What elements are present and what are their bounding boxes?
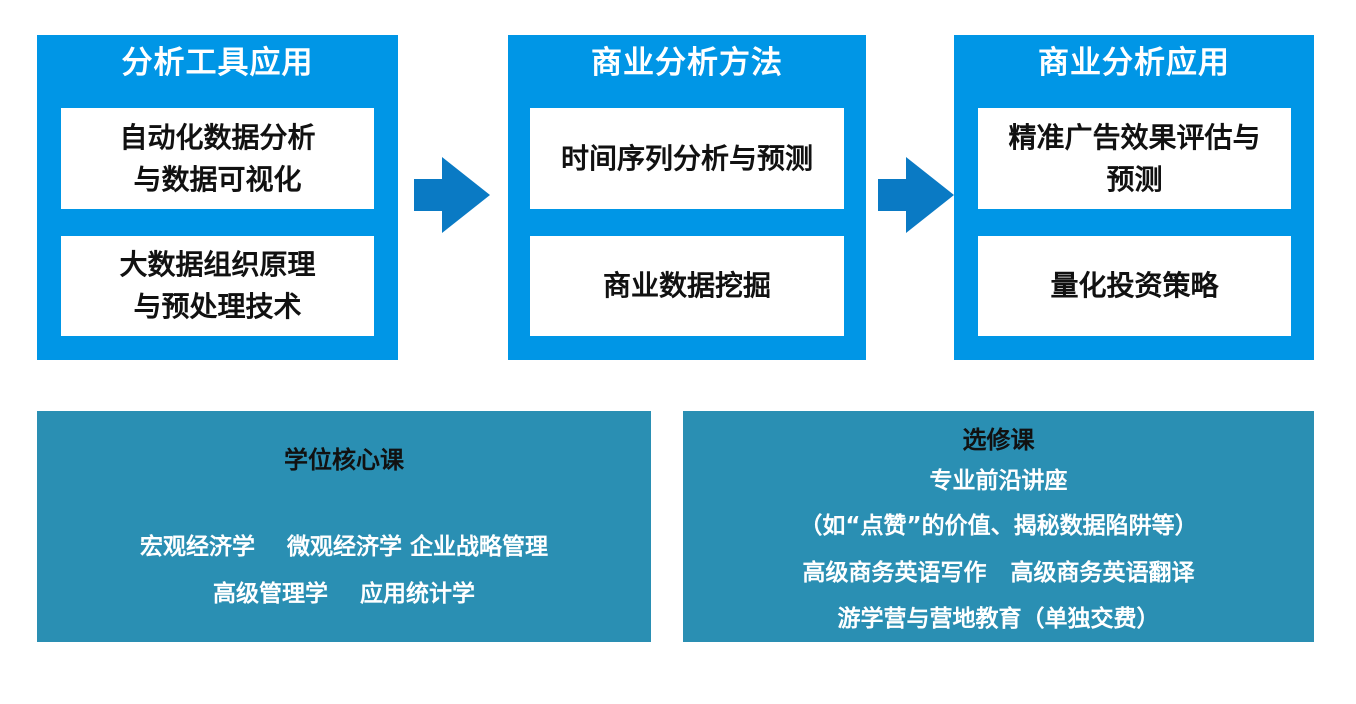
course-box: 大数据组织原理 与预处理技术: [61, 236, 374, 336]
core-courses-panel: 学位核心课 宏观经济学 微观经济学 企业战略管理 高级管理学 应用统计学: [37, 411, 651, 642]
course-line: 自动化数据分析: [119, 120, 316, 154]
course-line: 与数据可视化: [133, 162, 302, 196]
column-business-methods: 商业分析方法 时间序列分析与预测 商业数据挖掘: [508, 35, 866, 360]
right-arrow-icon: [878, 157, 954, 233]
column-title: 分析工具应用: [121, 45, 314, 81]
panel-line: 宏观经济学 微观经济学 企业战略管理: [139, 534, 549, 560]
course-line: 商业数据挖掘: [602, 269, 771, 302]
panel-line: 专业前沿讲座: [929, 468, 1068, 494]
electives-panel: 选修课 专业前沿讲座 （如“点赞”的价值、揭秘数据陷阱等） 高级商务英语写作 高…: [683, 411, 1314, 642]
panel-line: 高级管理学 应用统计学: [212, 581, 476, 607]
course-box: 自动化数据分析 与数据可视化: [61, 108, 374, 209]
panel-title: 学位核心课: [284, 446, 404, 474]
course-box: 量化投资策略: [978, 236, 1291, 336]
course-line: 精准广告效果评估与: [1008, 120, 1261, 154]
course-box: 精准广告效果评估与 预测: [978, 108, 1291, 209]
column-title: 商业分析方法: [591, 45, 783, 81]
column-analysis-tools: 分析工具应用 自动化数据分析 与数据可视化 大数据组织原理 与预处理技术: [37, 35, 398, 360]
panel-line: 游学营与营地教育（单独交费）: [837, 606, 1160, 632]
course-line: 大数据组织原理: [119, 248, 316, 281]
right-arrow-icon: [414, 157, 490, 233]
course-box: 时间序列分析与预测: [530, 108, 844, 209]
course-box: 商业数据挖掘: [530, 236, 844, 336]
panel-line: 高级商务英语写作 高级商务英语翻译: [802, 560, 1195, 586]
course-line: 预测: [1106, 162, 1163, 196]
course-line: 与预处理技术: [133, 290, 302, 323]
course-line: 时间序列分析与预测: [560, 141, 813, 175]
column-title: 商业分析应用: [1038, 45, 1230, 81]
panel-title: 选修课: [962, 426, 1035, 454]
panel-line: （如“点赞”的价值、揭秘数据陷阱等）: [799, 513, 1198, 539]
column-business-applications: 商业分析应用 精准广告效果评估与 预测 量化投资策略: [954, 35, 1314, 360]
course-line: 量化投资策略: [1050, 269, 1219, 302]
